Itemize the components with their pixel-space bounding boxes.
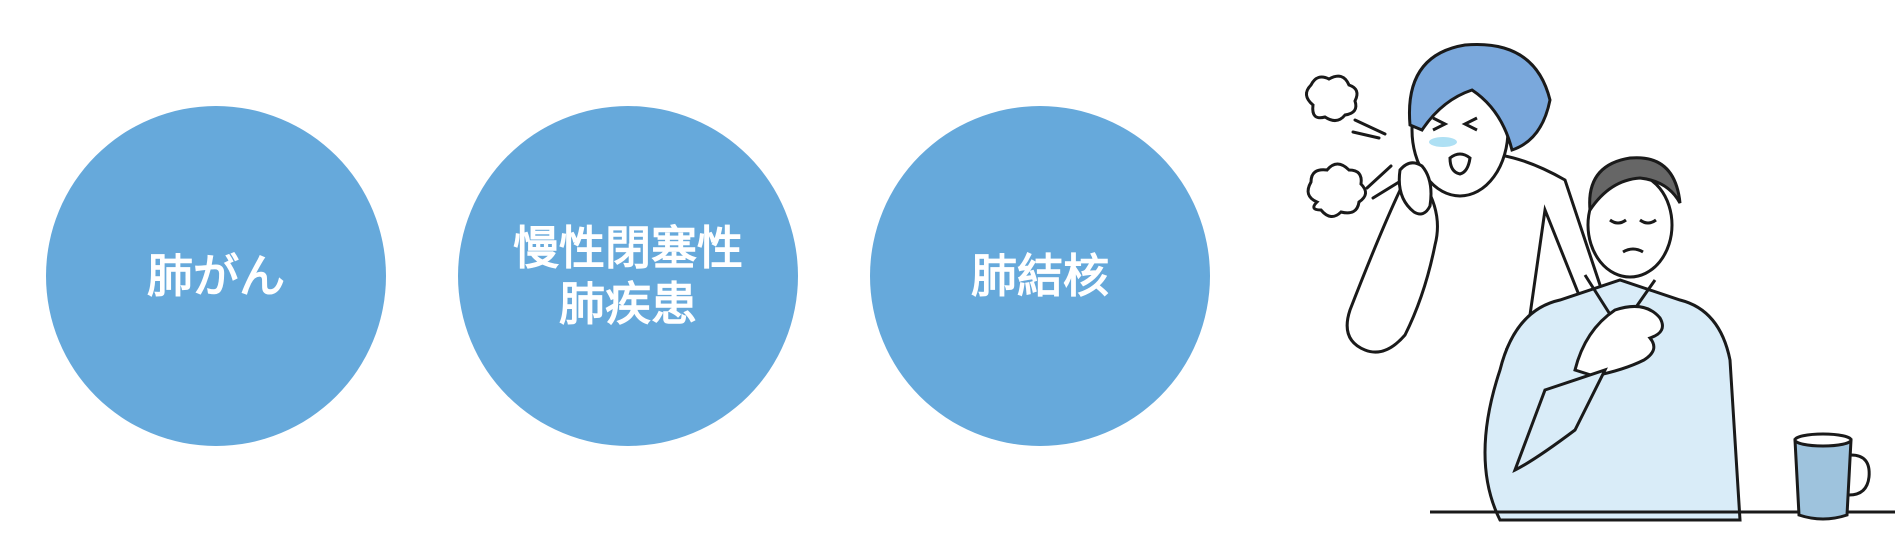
cough-puff-icon xyxy=(1305,74,1401,218)
disease-circle-lung-cancer: 肺がん xyxy=(46,106,386,446)
disease-label-copd-line2: 肺疾患 xyxy=(559,277,697,331)
coughing-people-illustration xyxy=(1305,42,1895,522)
disease-label-tuberculosis: 肺結核 xyxy=(971,249,1109,303)
disease-label-copd-line1: 慢性閉塞性 xyxy=(513,221,743,275)
mug-icon xyxy=(1793,432,1871,521)
coughing-woman-icon xyxy=(1345,42,1607,354)
man-hand-on-chest-icon xyxy=(1483,156,1742,522)
disease-label-lung-cancer: 肺がん xyxy=(147,249,285,303)
disease-circle-tuberculosis: 肺結核 xyxy=(870,106,1210,446)
disease-circle-copd: 慢性閉塞性 肺疾患 xyxy=(458,106,798,446)
